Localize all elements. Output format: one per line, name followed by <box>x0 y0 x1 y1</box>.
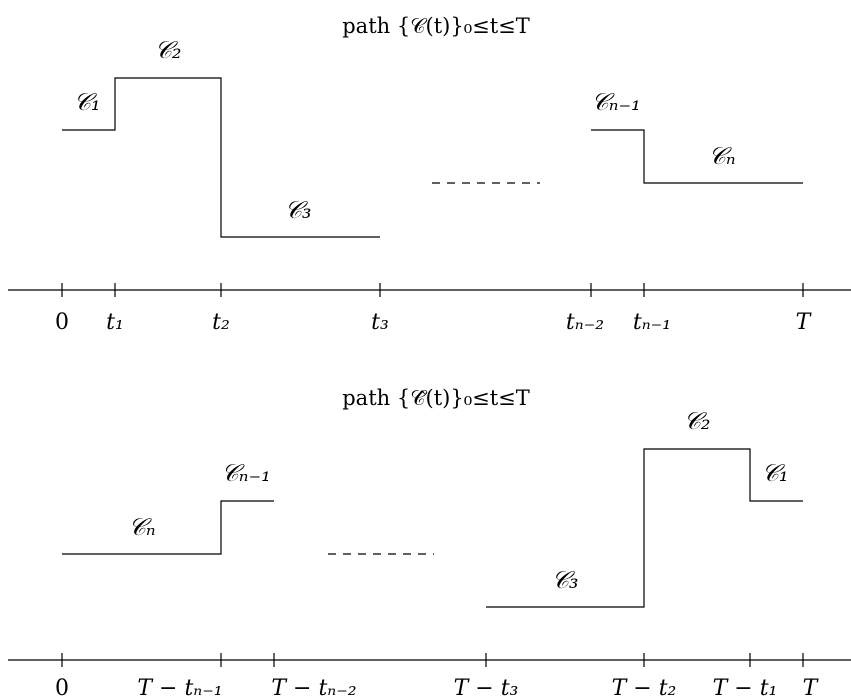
top-title: path {𝒞(t)}₀≤t≤T <box>342 14 530 38</box>
top-panel: path {𝒞(t)}₀≤t≤T 𝒞₁ 𝒞₂ 𝒞₃ 𝒞ₙ₋₁ 𝒞ₙ 0 t₁ t… <box>8 14 851 335</box>
bottom-step-path-right <box>486 448 803 608</box>
bottom-segment-label: 𝒞₁ <box>761 459 788 487</box>
top-segment-label: 𝒞₁ <box>73 88 100 116</box>
top-tick-label: t₃ <box>371 310 389 335</box>
top-tick-label: tₙ₋₂ <box>566 310 604 335</box>
top-segment-label: 𝒞ₙ <box>708 142 735 170</box>
top-tick-label: tₙ₋₁ <box>633 310 671 335</box>
bottom-tick-label: T − tₙ₋₂ <box>271 676 356 699</box>
bottom-segment-label: 𝒞ₙ <box>128 513 155 541</box>
top-axis-ticks <box>61 283 804 297</box>
bottom-step-path-left <box>62 500 274 555</box>
bottom-segment-label: 𝒞₂ <box>683 407 710 435</box>
bottom-tick-label: T − t₂ <box>612 676 677 699</box>
top-step-path-right <box>591 129 803 184</box>
bottom-tick-label: T − t₃ <box>454 676 519 699</box>
bottom-tick-label: T − t₁ <box>713 676 778 699</box>
bottom-tick-label: T − tₙ₋₁ <box>137 676 222 699</box>
top-tick-label: t₁ <box>106 310 124 335</box>
top-tick-label: 0 <box>55 310 69 335</box>
top-step-path-left <box>62 77 380 238</box>
bottom-tick-label: T <box>803 676 820 699</box>
top-segment-label: 𝒞₃ <box>284 196 311 224</box>
bottom-panel: path {𝒞̂(t)}₀≤t≤T 𝒞ₙ 𝒞ₙ₋₁ 𝒞₃ 𝒞₂ 𝒞₁ 0 T −… <box>8 386 851 699</box>
bottom-tick-label: 0 <box>55 676 69 699</box>
bottom-segment-label: 𝒞ₙ₋₁ <box>221 459 271 487</box>
top-tick-label: t₂ <box>212 310 230 335</box>
top-segment-label: 𝒞₂ <box>154 36 181 64</box>
bottom-axis-ticks <box>61 653 804 667</box>
top-segment-label: 𝒞ₙ₋₁ <box>591 88 641 116</box>
top-tick-label: T <box>796 310 813 335</box>
bottom-title: path {𝒞̂(t)}₀≤t≤T <box>342 386 530 410</box>
bottom-segment-label: 𝒞₃ <box>551 566 578 594</box>
